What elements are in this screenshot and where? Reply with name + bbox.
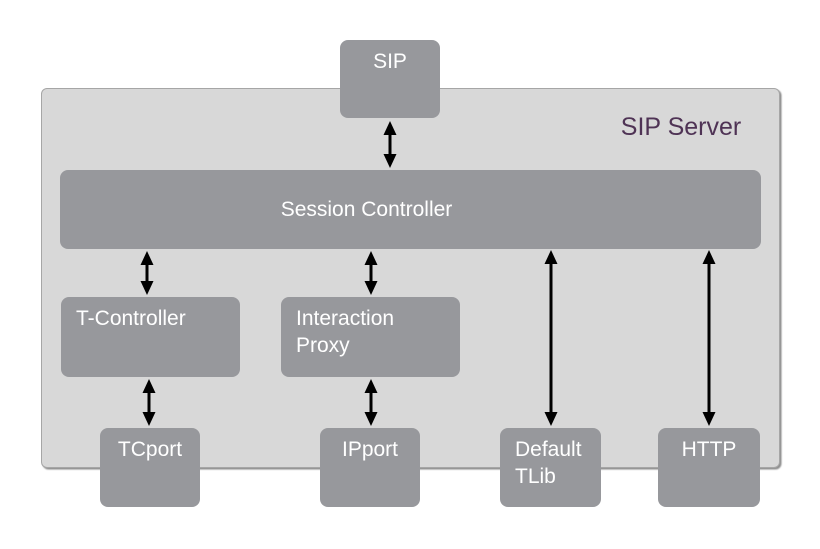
node-default-tlib: Default TLib: [500, 428, 601, 507]
arrow-interaction-proxy-ipport: [362, 379, 380, 426]
arrow-session-controller-http: [700, 250, 718, 426]
node-t-controller-label: T-Controller: [76, 307, 186, 330]
node-http-label: HTTP: [681, 438, 737, 461]
node-interaction-proxy-label: Interaction Proxy: [296, 307, 395, 357]
node-tcport: TCport: [100, 428, 200, 507]
sip-server-container: [41, 88, 780, 468]
node-interaction-proxy: Interaction Proxy: [281, 297, 460, 377]
node-t-controller: T-Controller: [61, 297, 240, 377]
node-session-controller: Session Controller: [60, 170, 761, 249]
arrow-t-controller-tcport: [140, 379, 158, 426]
arrow-session-controller-t-controller: [138, 251, 156, 295]
arrow-sip-session-controller: [381, 121, 399, 168]
sip-server-title: SIP Server: [620, 113, 742, 141]
node-session-controller-label: Session Controller: [280, 198, 453, 221]
arrow-session-controller-default-tlib: [542, 250, 560, 426]
arrow-session-controller-interaction-proxy: [362, 251, 380, 295]
node-default-tlib-label: Default TLib: [515, 438, 582, 488]
node-ipport: IPport: [320, 428, 420, 507]
node-tcport-label: TCport: [117, 438, 183, 461]
node-ipport-label: IPport: [341, 438, 399, 461]
node-http: HTTP: [658, 428, 760, 507]
node-sip: SIP: [340, 40, 440, 118]
node-sip-label: SIP: [373, 50, 407, 73]
